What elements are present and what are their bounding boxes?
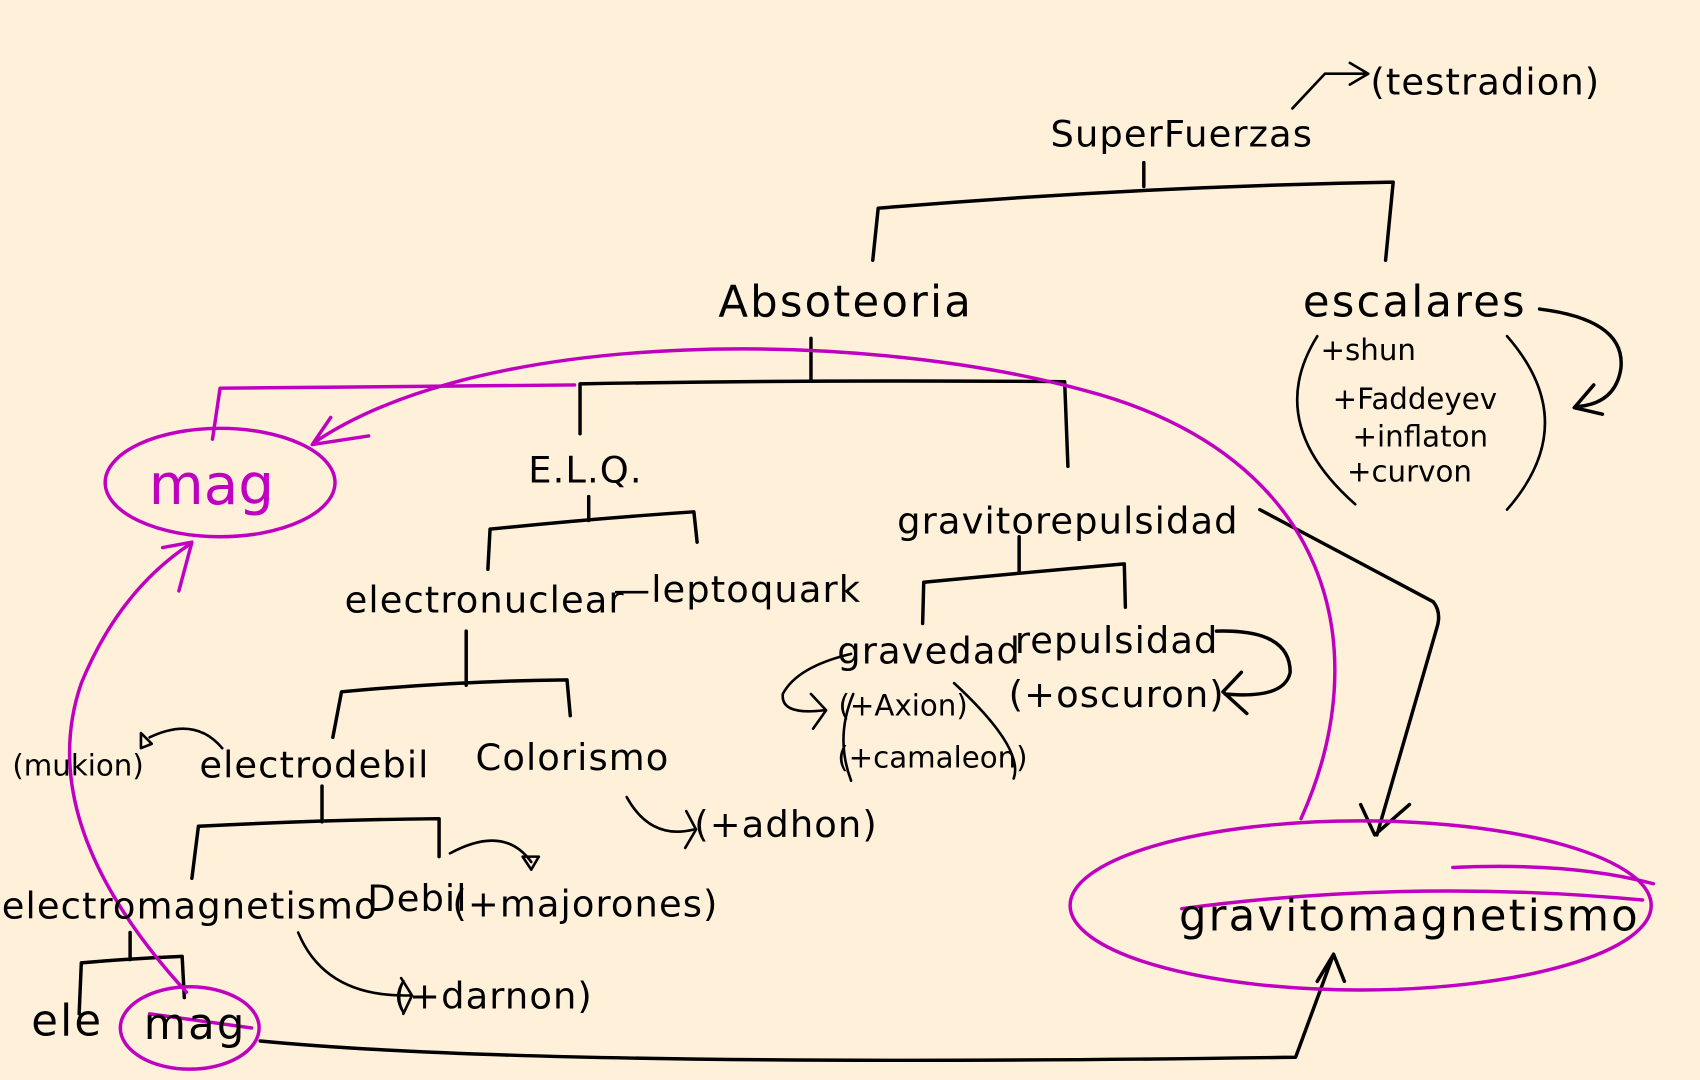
mukion-arrow bbox=[139, 727, 224, 750]
mag-big-label: mag bbox=[149, 453, 274, 518]
darnon-label: (+darnon) bbox=[394, 974, 593, 1017]
darnon-arrow bbox=[296, 931, 414, 1016]
electronuclear-node: electronuclear bbox=[345, 579, 625, 622]
electronuclear-bracket bbox=[331, 629, 573, 740]
escalar-item: +inflaton bbox=[1353, 420, 1488, 454]
gravitorepulsidad-to-gravitomagnetismo-arrow bbox=[1258, 507, 1441, 837]
connectors bbox=[77, 61, 1623, 1063]
mag-small-node: mag bbox=[144, 1000, 247, 1050]
elq-node: E.L.Q. bbox=[528, 449, 642, 492]
escalar-item: +shun bbox=[1321, 333, 1416, 367]
tadhon-label: (+adhon) bbox=[694, 803, 878, 846]
mag-big-ellipse bbox=[103, 426, 337, 539]
mag-up-arrow bbox=[67, 540, 194, 994]
gravitomagnetismo-node: gravitomagnetismo bbox=[1179, 891, 1640, 941]
big-return-arrow bbox=[310, 347, 1337, 821]
elq-bracket bbox=[486, 494, 699, 572]
absoteoria-node: Absoteoria bbox=[718, 278, 973, 328]
highlight-annotations bbox=[67, 347, 1656, 1071]
absoteoria-bracket bbox=[578, 336, 1070, 468]
gravedad-loop-arrow bbox=[781, 652, 853, 730]
axion-label: (+Axion) bbox=[838, 689, 967, 723]
mag-to-gravitomagnetismo-line bbox=[258, 952, 1347, 1063]
escalares-right-paren bbox=[1505, 334, 1547, 511]
camaleon-label: (+camaleon) bbox=[837, 741, 1027, 775]
electromagnetismo-node: electromagnetismo bbox=[2, 884, 378, 927]
mag-small-ellipse bbox=[118, 985, 261, 1071]
mag-bracket bbox=[210, 383, 577, 441]
majorones-label: (+majorones) bbox=[452, 882, 718, 925]
superfuerzas-bracket bbox=[871, 160, 1395, 262]
gravitorepulsidad-bracket bbox=[920, 535, 1128, 626]
debil-node: Debil bbox=[367, 877, 467, 920]
escalares-left-paren bbox=[1296, 334, 1357, 506]
gravitomagnetismo-strike bbox=[1180, 864, 1656, 911]
testradion-label: (testradion) bbox=[1370, 60, 1600, 103]
repulsidad-node: repulsidad bbox=[1015, 619, 1219, 662]
ele-node: ele bbox=[31, 997, 103, 1047]
axion-camaleon-brace bbox=[842, 681, 1017, 783]
escalares-arrow bbox=[1537, 307, 1623, 416]
superfuerzas-node: SuperFuerzas bbox=[1051, 112, 1313, 155]
oscuron-label: (+oscuron) bbox=[1009, 673, 1225, 716]
labels: (testradion) SuperFuerzas Absoteoria esc… bbox=[2, 60, 1640, 1050]
mukion-label: (mukion) bbox=[12, 748, 143, 782]
escalar-item: +curvon bbox=[1347, 454, 1472, 488]
testradion-arrow bbox=[1291, 61, 1370, 110]
repulsidad-loop-arrow bbox=[1214, 629, 1292, 716]
mag-strike bbox=[147, 1012, 254, 1030]
majorones-arrow bbox=[448, 839, 541, 871]
escalar-item: +Faddeyev bbox=[1333, 382, 1497, 416]
electrodebil-node: electrodebil bbox=[199, 743, 429, 786]
tadhon-arrow bbox=[625, 795, 698, 850]
colorismo-node: Colorismo bbox=[476, 736, 670, 779]
gravitomagnetismo-ellipse bbox=[1068, 819, 1653, 992]
gravitorepulsidad-node: gravitorepulsidad bbox=[897, 499, 1238, 542]
escalares-node: escalares bbox=[1303, 278, 1527, 328]
leptoquark-node: —leptoquark bbox=[613, 568, 861, 611]
gravedad-node: gravedad bbox=[837, 630, 1021, 673]
electrodebil-bracket bbox=[190, 784, 441, 881]
electromagnetismo-bracket bbox=[77, 930, 187, 1016]
